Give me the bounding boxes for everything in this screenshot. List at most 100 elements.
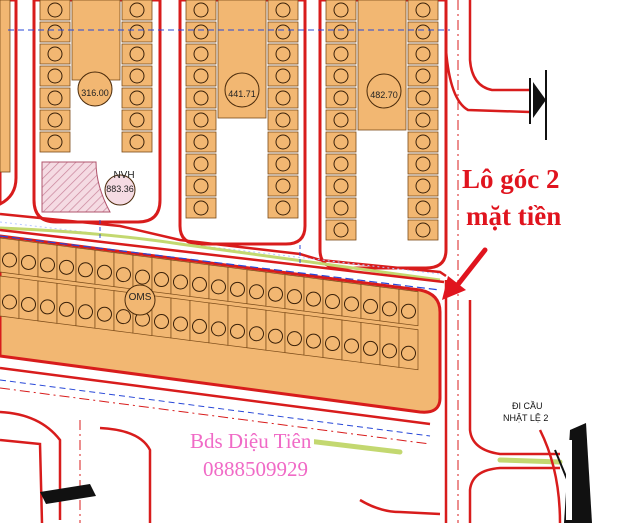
lot-marker xyxy=(333,112,349,128)
lot xyxy=(265,309,286,354)
lot-marker xyxy=(47,46,63,62)
oms-label: OMS xyxy=(129,292,152,303)
lot xyxy=(227,266,248,305)
lot-marker xyxy=(192,318,207,334)
lot xyxy=(284,274,305,312)
lot-marker xyxy=(363,340,378,356)
lot xyxy=(325,153,357,175)
lot-marker xyxy=(173,274,188,290)
lot-marker xyxy=(97,264,112,280)
lot-marker xyxy=(249,326,264,342)
lot xyxy=(185,131,217,153)
lot-marker xyxy=(21,254,36,270)
lot-marker xyxy=(275,24,291,40)
lot-marker xyxy=(78,262,93,278)
lot xyxy=(407,109,439,131)
lot-marker xyxy=(129,2,145,18)
lot xyxy=(407,87,439,109)
lower-roads xyxy=(0,366,441,523)
lot xyxy=(325,0,357,21)
top-blocks: 316.00 441.71 482.70 NVH 883.36 xyxy=(0,0,448,270)
road-label-line-1: ĐI CẦU xyxy=(512,401,543,411)
lot-marker xyxy=(47,68,63,84)
lot xyxy=(267,0,299,21)
nvh-label-circle xyxy=(104,174,136,206)
lot xyxy=(185,21,217,43)
boundary-lines xyxy=(0,29,450,291)
lot-marker xyxy=(382,301,397,317)
lot-marker xyxy=(193,24,209,40)
lot xyxy=(360,284,381,322)
lot-marker xyxy=(129,46,145,62)
lot-marker xyxy=(47,90,63,106)
lot-strip xyxy=(357,0,407,131)
lot-marker xyxy=(193,156,209,172)
lot-marker xyxy=(344,296,359,312)
north-arrow-icon xyxy=(40,82,592,523)
lot xyxy=(94,287,115,332)
lot-marker xyxy=(415,2,431,18)
lot xyxy=(121,21,153,43)
lot xyxy=(325,21,357,43)
lot-marker xyxy=(211,321,226,337)
lot xyxy=(407,175,439,197)
lot-a-area: 316.00 xyxy=(81,88,109,98)
callout-line-2: mặt tiền xyxy=(466,201,562,231)
lot xyxy=(407,0,439,21)
lot xyxy=(75,247,96,285)
lower-block: OMS xyxy=(0,234,442,414)
lot-marker xyxy=(415,156,431,172)
lot xyxy=(379,286,400,324)
arrow-icon xyxy=(442,247,488,300)
lot-marker xyxy=(275,90,291,106)
lot-marker xyxy=(268,328,283,344)
lot-marker xyxy=(193,200,209,216)
watermark-phone: 0888509929 xyxy=(200,458,311,481)
block-1-label-circle xyxy=(77,71,113,107)
lot-marker xyxy=(135,269,150,285)
lot xyxy=(39,109,71,131)
lot-marker xyxy=(333,46,349,62)
lot-marker xyxy=(154,272,169,288)
lot-marker xyxy=(415,112,431,128)
oms-label-circle xyxy=(124,284,156,316)
lot-marker xyxy=(129,24,145,40)
lot xyxy=(407,131,439,153)
lot xyxy=(185,153,217,175)
lot xyxy=(0,237,20,275)
lot-marker xyxy=(40,257,55,273)
watermark-name: Bds Diệu Tiên xyxy=(187,430,315,453)
lot xyxy=(56,244,77,283)
lot xyxy=(265,271,286,310)
lot xyxy=(322,279,343,317)
lot xyxy=(407,21,439,43)
block-2-label-circle xyxy=(224,72,260,108)
lot-marker xyxy=(116,267,131,283)
nvh-label: NVH xyxy=(113,170,134,181)
lot-marker xyxy=(249,284,264,300)
lot-marker xyxy=(211,279,226,295)
lot xyxy=(185,109,217,131)
lot xyxy=(185,43,217,65)
lot-marker xyxy=(116,309,131,325)
lot-b-area: 441.71 xyxy=(228,89,256,99)
callout-line-1: Lô góc 2 xyxy=(462,164,560,194)
lot xyxy=(75,285,96,329)
lot-marker xyxy=(333,68,349,84)
lot-marker xyxy=(193,90,209,106)
lot-marker xyxy=(193,178,209,194)
lot-marker xyxy=(275,2,291,18)
lot xyxy=(267,197,299,219)
lot xyxy=(189,300,210,344)
top-lots xyxy=(39,0,439,241)
lot xyxy=(246,269,267,307)
lot xyxy=(325,175,357,197)
lot-marker xyxy=(230,281,245,297)
lot-marker xyxy=(401,303,416,319)
lower-lot-markers xyxy=(2,252,416,361)
lot-marker xyxy=(129,112,145,128)
lot-marker xyxy=(193,68,209,84)
lot-marker xyxy=(333,222,349,238)
lot-marker xyxy=(306,333,321,349)
